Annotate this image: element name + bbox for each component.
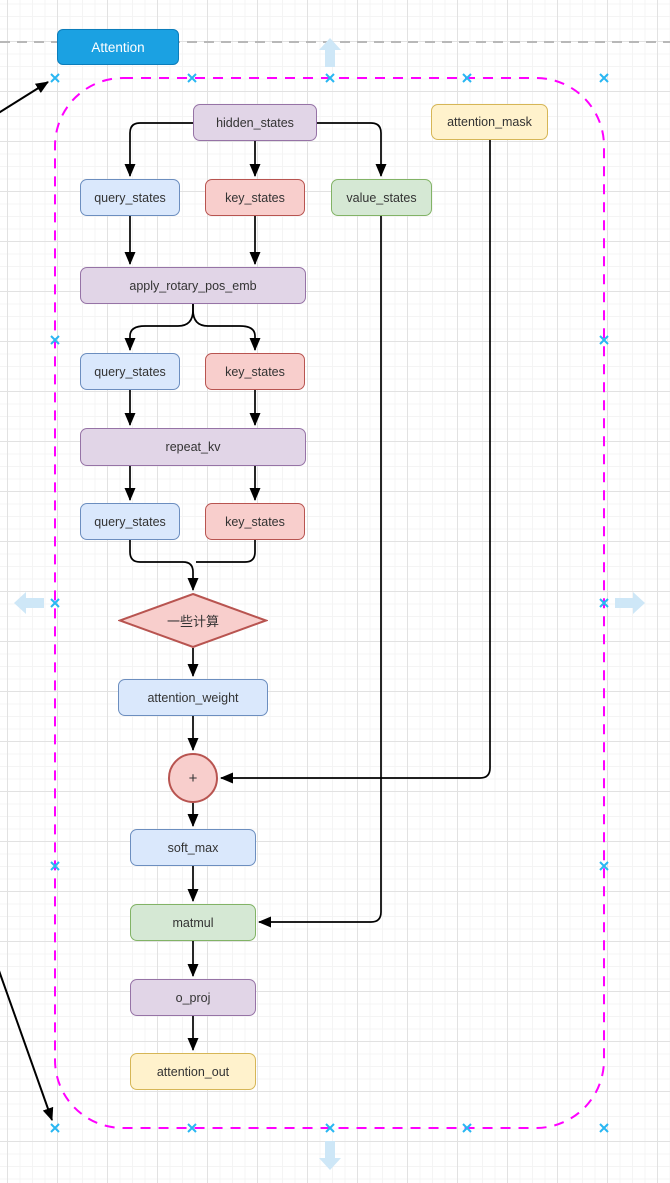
connection-point-icon[interactable]: [462, 73, 472, 83]
connector-edges[interactable]: [124, 122, 491, 1051]
node-label: apply_rotary_pos_emb: [129, 278, 257, 293]
edge-query3-to-compute[interactable]: [129, 540, 199, 591]
node-label: attention_weight: [147, 690, 239, 705]
node-label: query_states: [94, 514, 166, 529]
node-apply-rotary-pos-emb[interactable]: apply_rotary_pos_emb: [80, 267, 306, 304]
connection-point-icon[interactable]: [50, 861, 60, 871]
edge-key3-to-compute[interactable]: [196, 540, 256, 563]
nav-arrow-down-icon[interactable]: [319, 1141, 341, 1170]
node-query-states-3[interactable]: query_states: [80, 503, 180, 540]
node-label: attention_mask: [447, 115, 532, 129]
node-attention-weight[interactable]: attention_weight: [118, 679, 268, 716]
nav-arrow-left-icon[interactable]: [14, 592, 44, 614]
connection-point-icon[interactable]: [187, 73, 197, 83]
node-add-operator[interactable]: +: [168, 753, 218, 803]
node-label: key_states: [225, 364, 285, 379]
edge-mask-to-add[interactable]: [220, 140, 491, 784]
node-query-states-1[interactable]: query_states: [80, 179, 180, 216]
nav-arrows[interactable]: [14, 38, 645, 1170]
connection-point-icon[interactable]: [462, 1123, 472, 1133]
node-hidden-states[interactable]: hidden_states: [193, 104, 317, 141]
node-soft-max[interactable]: soft_max: [130, 829, 256, 866]
node-label: +: [188, 769, 198, 787]
node-attention-mask[interactable]: attention_mask: [431, 104, 548, 140]
external-arrow-bottom-left[interactable]: [0, 965, 54, 1121]
connection-point-icon[interactable]: [50, 1123, 60, 1133]
node-label: soft_max: [167, 840, 219, 855]
nav-arrow-right-icon[interactable]: [615, 592, 645, 614]
node-label: matmul: [172, 915, 214, 930]
nav-arrow-up-icon[interactable]: [319, 38, 341, 67]
node-matmul[interactable]: matmul: [130, 904, 256, 941]
connection-point-icon[interactable]: [325, 1123, 335, 1133]
connection-point-icon[interactable]: [325, 73, 335, 83]
node-some-computation[interactable]: 一些计算: [118, 593, 268, 648]
connection-point-icon[interactable]: [50, 73, 60, 83]
external-arrow-top-left[interactable]: [0, 81, 49, 114]
connection-point-icon[interactable]: [599, 73, 609, 83]
connection-point-icon[interactable]: [599, 1123, 609, 1133]
node-label: query_states: [94, 190, 166, 205]
node-key-states-3[interactable]: key_states: [205, 503, 305, 540]
connection-point-icon[interactable]: [599, 861, 609, 871]
node-label: attention_out: [156, 1064, 230, 1079]
edge-hidden-to-query1[interactable]: [124, 122, 193, 177]
connection-point-icon[interactable]: [599, 598, 609, 608]
node-value-states[interactable]: value_states: [331, 179, 432, 216]
node-key-states-1[interactable]: key_states: [205, 179, 305, 216]
node-label: value_states: [346, 190, 417, 205]
node-label: key_states: [225, 514, 285, 529]
connection-point-icon[interactable]: [50, 335, 60, 345]
node-o-proj[interactable]: o_proj: [130, 979, 256, 1016]
node-attention-out[interactable]: attention_out: [130, 1053, 256, 1090]
connection-point-handles[interactable]: [50, 73, 609, 1133]
edge-value-to-matmul[interactable]: [258, 216, 382, 928]
external-arrows[interactable]: [0, 81, 54, 1121]
edge-rotary-to-key2[interactable]: [192, 304, 261, 351]
node-label: key_states: [225, 190, 285, 205]
attention-tab-button[interactable]: Attention: [57, 29, 179, 65]
node-query-states-2[interactable]: query_states: [80, 353, 180, 390]
node-label: 一些计算: [166, 614, 219, 629]
edge-rotary-to-query2[interactable]: [124, 304, 194, 351]
node-key-states-2[interactable]: key_states: [205, 353, 305, 390]
node-label: repeat_kv: [165, 440, 221, 454]
attention-tab-label: Attention: [91, 39, 145, 55]
diamond-shape: [118, 593, 268, 648]
connection-point-icon[interactable]: [187, 1123, 197, 1133]
edge-hidden-to-value[interactable]: [317, 122, 387, 177]
node-label: query_states: [94, 364, 166, 379]
node-label: o_proj: [175, 990, 211, 1005]
connection-point-icon[interactable]: [50, 598, 60, 608]
connection-point-icon[interactable]: [599, 335, 609, 345]
node-repeat-kv[interactable]: repeat_kv: [80, 428, 306, 466]
node-label: hidden_states: [216, 115, 294, 130]
